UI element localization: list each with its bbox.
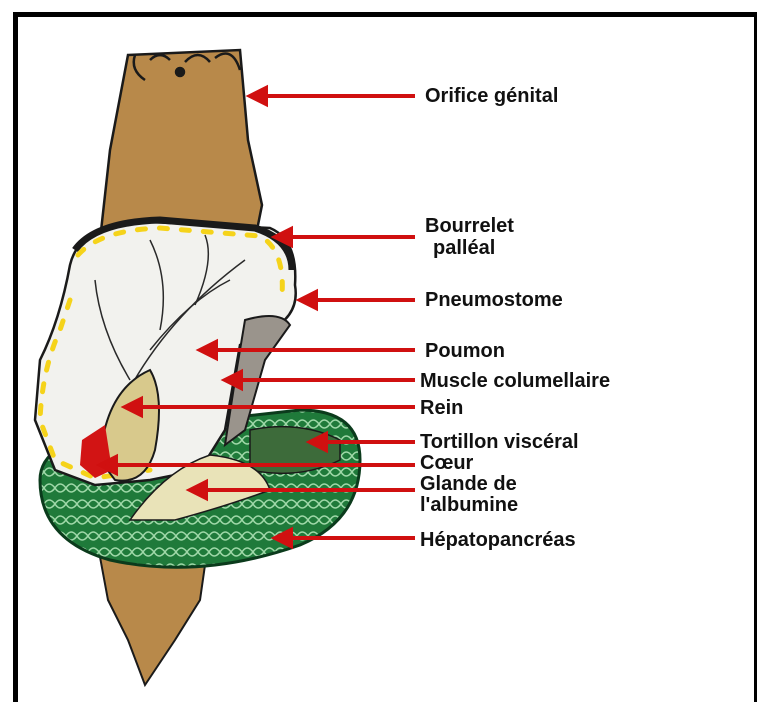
label-coeur: Cœur [420,453,473,473]
label-rein: Rein [420,398,463,418]
label-bourrelet-line1: Bourrelet [425,216,514,236]
label-poumon: Poumon [425,341,505,361]
label-orifice-genital: Orifice génital [425,86,558,106]
label-glande-line2: l'albumine [420,495,518,515]
head [100,50,262,240]
label-muscle-columellaire: Muscle columellaire [420,371,610,391]
label-pneumostome: Pneumostome [425,290,563,310]
label-hepatopancreas: Hépatopancréas [420,530,576,550]
label-tortillon-visceral: Tortillon viscéral [420,432,579,452]
label-bourrelet-line2: palléal [433,238,495,258]
label-glande-line1: Glande de [420,474,517,494]
